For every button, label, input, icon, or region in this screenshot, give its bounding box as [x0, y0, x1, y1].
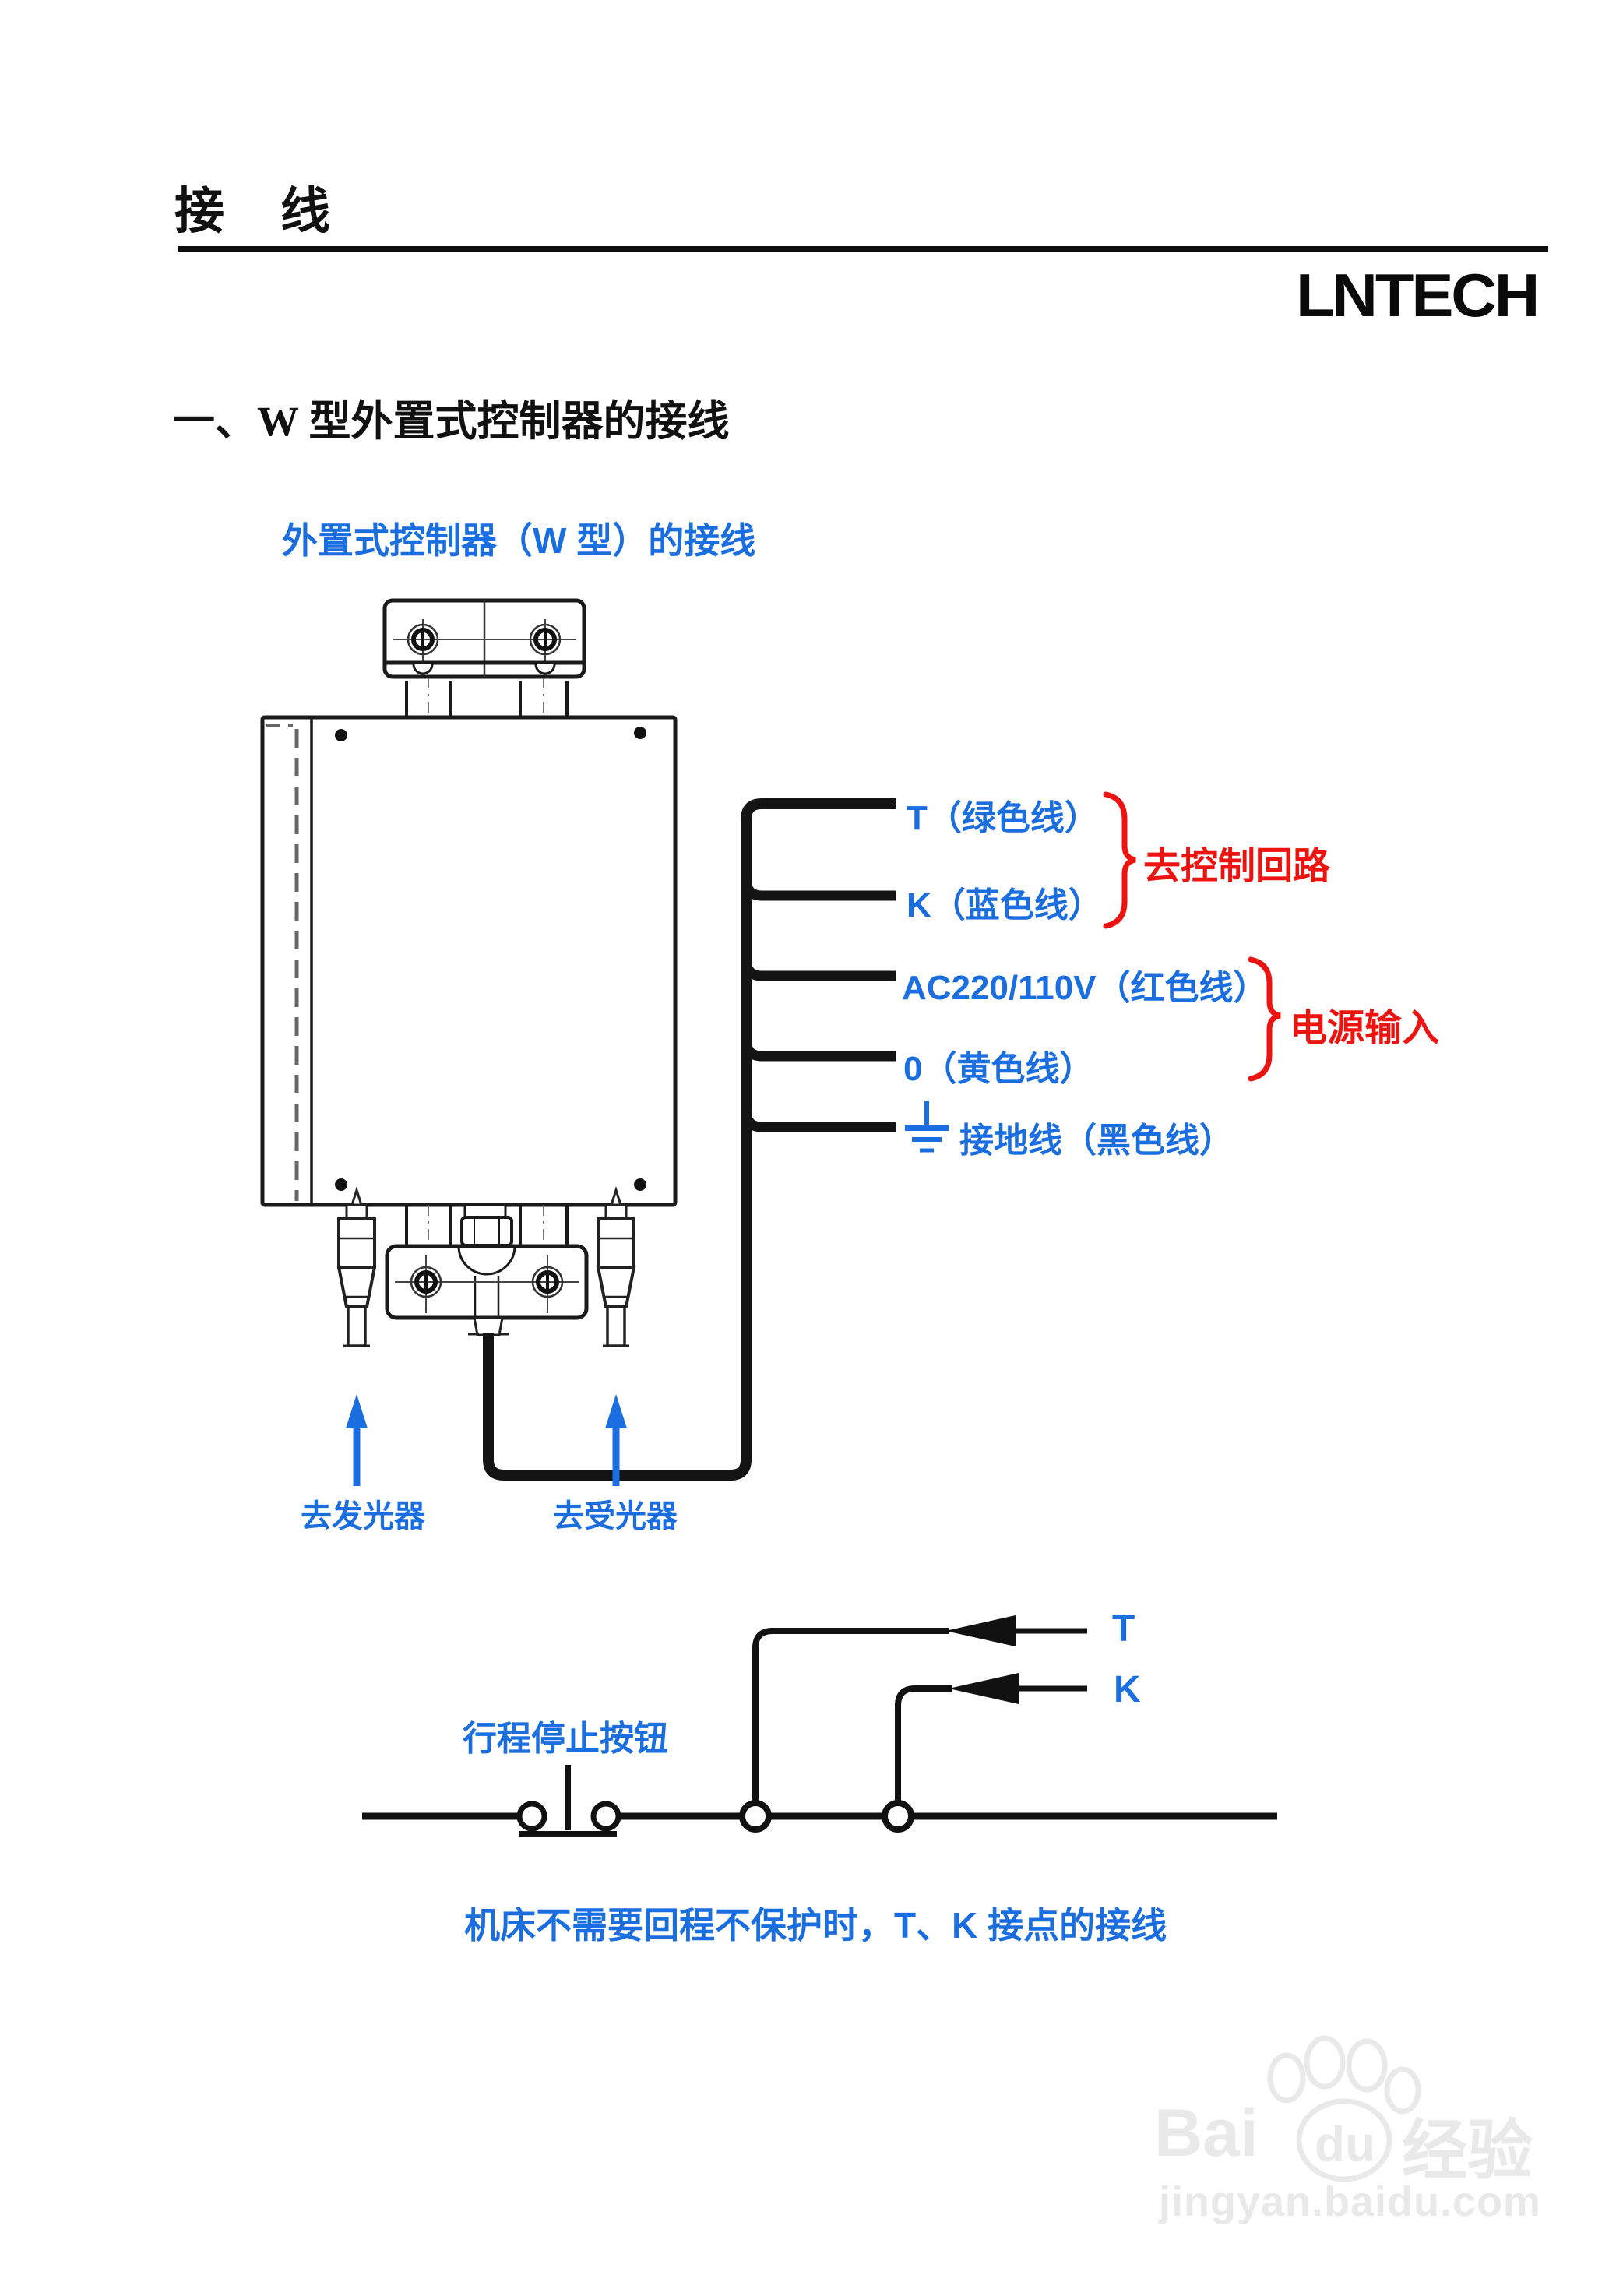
switch-contact	[516, 1801, 547, 1832]
branch-ground	[741, 1109, 896, 1132]
corner-screw-icon	[634, 1178, 646, 1191]
branch-k	[741, 878, 896, 901]
group-label-control: 去控制回路	[1143, 846, 1331, 887]
diagram2-caption: 机床不需要回程不保护时，T、K 接点的接线	[464, 1905, 1167, 1946]
watermark-brand-right: du	[1315, 2116, 1376, 2172]
left-cable-gland	[336, 1186, 377, 1347]
wire-label-t: T（绿色线）	[907, 799, 1099, 837]
controller-box	[260, 715, 678, 1207]
right-cable-gland	[596, 1186, 636, 1347]
watermark-url: jingyan.baidu.com	[1159, 2178, 1542, 2225]
branch-zero	[741, 1038, 896, 1062]
header-rule	[178, 246, 1548, 252]
junction-t	[739, 1800, 772, 1833]
wire-label-ground: 接地线（黑色线）	[959, 1122, 1234, 1160]
cable-trunk	[483, 798, 896, 1481]
junction-k	[882, 1800, 914, 1833]
bracket-bolt-icon	[410, 1266, 442, 1298]
page-title: 接 线	[174, 184, 333, 239]
section-heading: 一、W 型外置式控制器的接线	[173, 398, 730, 445]
label-t-terminal: T	[1112, 1608, 1135, 1650]
top-mounting-bracket	[382, 598, 586, 679]
brand-logo: LNTECH	[1296, 261, 1540, 329]
t-wire	[752, 1628, 949, 1801]
watermark-brand-left: Bai	[1154, 2096, 1259, 2171]
diagram1-title: 外置式控制器（W 型）的接线	[282, 520, 756, 561]
arrow-up-icon	[605, 1394, 627, 1486]
bracket-bolt-icon	[407, 623, 439, 656]
corner-screw-icon	[335, 729, 347, 741]
arrow-up-icon	[346, 1394, 368, 1486]
cable-sleeve	[468, 1316, 509, 1336]
wire-label-k: K（蓝色线）	[907, 886, 1103, 924]
bracket-bolt-icon	[529, 623, 562, 656]
ground-icon	[905, 1101, 949, 1153]
label-to-emitter: 去发光器	[301, 1499, 425, 1534]
power-group-brace	[1248, 956, 1281, 1082]
watermark-brand-cn: 经验	[1402, 2114, 1533, 2187]
bracket-legs	[405, 678, 569, 720]
lower-legs	[405, 1205, 569, 1249]
group-label-power: 电源输入	[1290, 1008, 1440, 1049]
branch-ac	[741, 958, 896, 981]
corner-screw-icon	[634, 727, 646, 739]
label-stop-button: 行程停止按钮	[463, 1720, 668, 1758]
wire-label-ac: AC220/110V（红色线）	[902, 969, 1268, 1007]
switch-contact	[590, 1801, 621, 1832]
bottom-mounting-bracket	[385, 1244, 589, 1320]
bracket-bolt-icon	[531, 1266, 564, 1298]
control-group-brace	[1103, 791, 1136, 929]
t-plug-arrow	[945, 1615, 1016, 1646]
center-cable-connector	[457, 1203, 516, 1319]
k-plug-arrow	[949, 1673, 1019, 1704]
corner-screw-icon	[335, 1178, 347, 1191]
k-wire	[895, 1685, 952, 1801]
baidu-paw-icon	[1267, 2035, 1421, 2182]
wire-label-zero: 0（黄色线）	[903, 1050, 1094, 1088]
tk-circuit	[362, 1615, 1277, 1837]
label-to-receiver: 去受光器	[553, 1499, 678, 1534]
label-k-terminal: K	[1114, 1669, 1141, 1710]
